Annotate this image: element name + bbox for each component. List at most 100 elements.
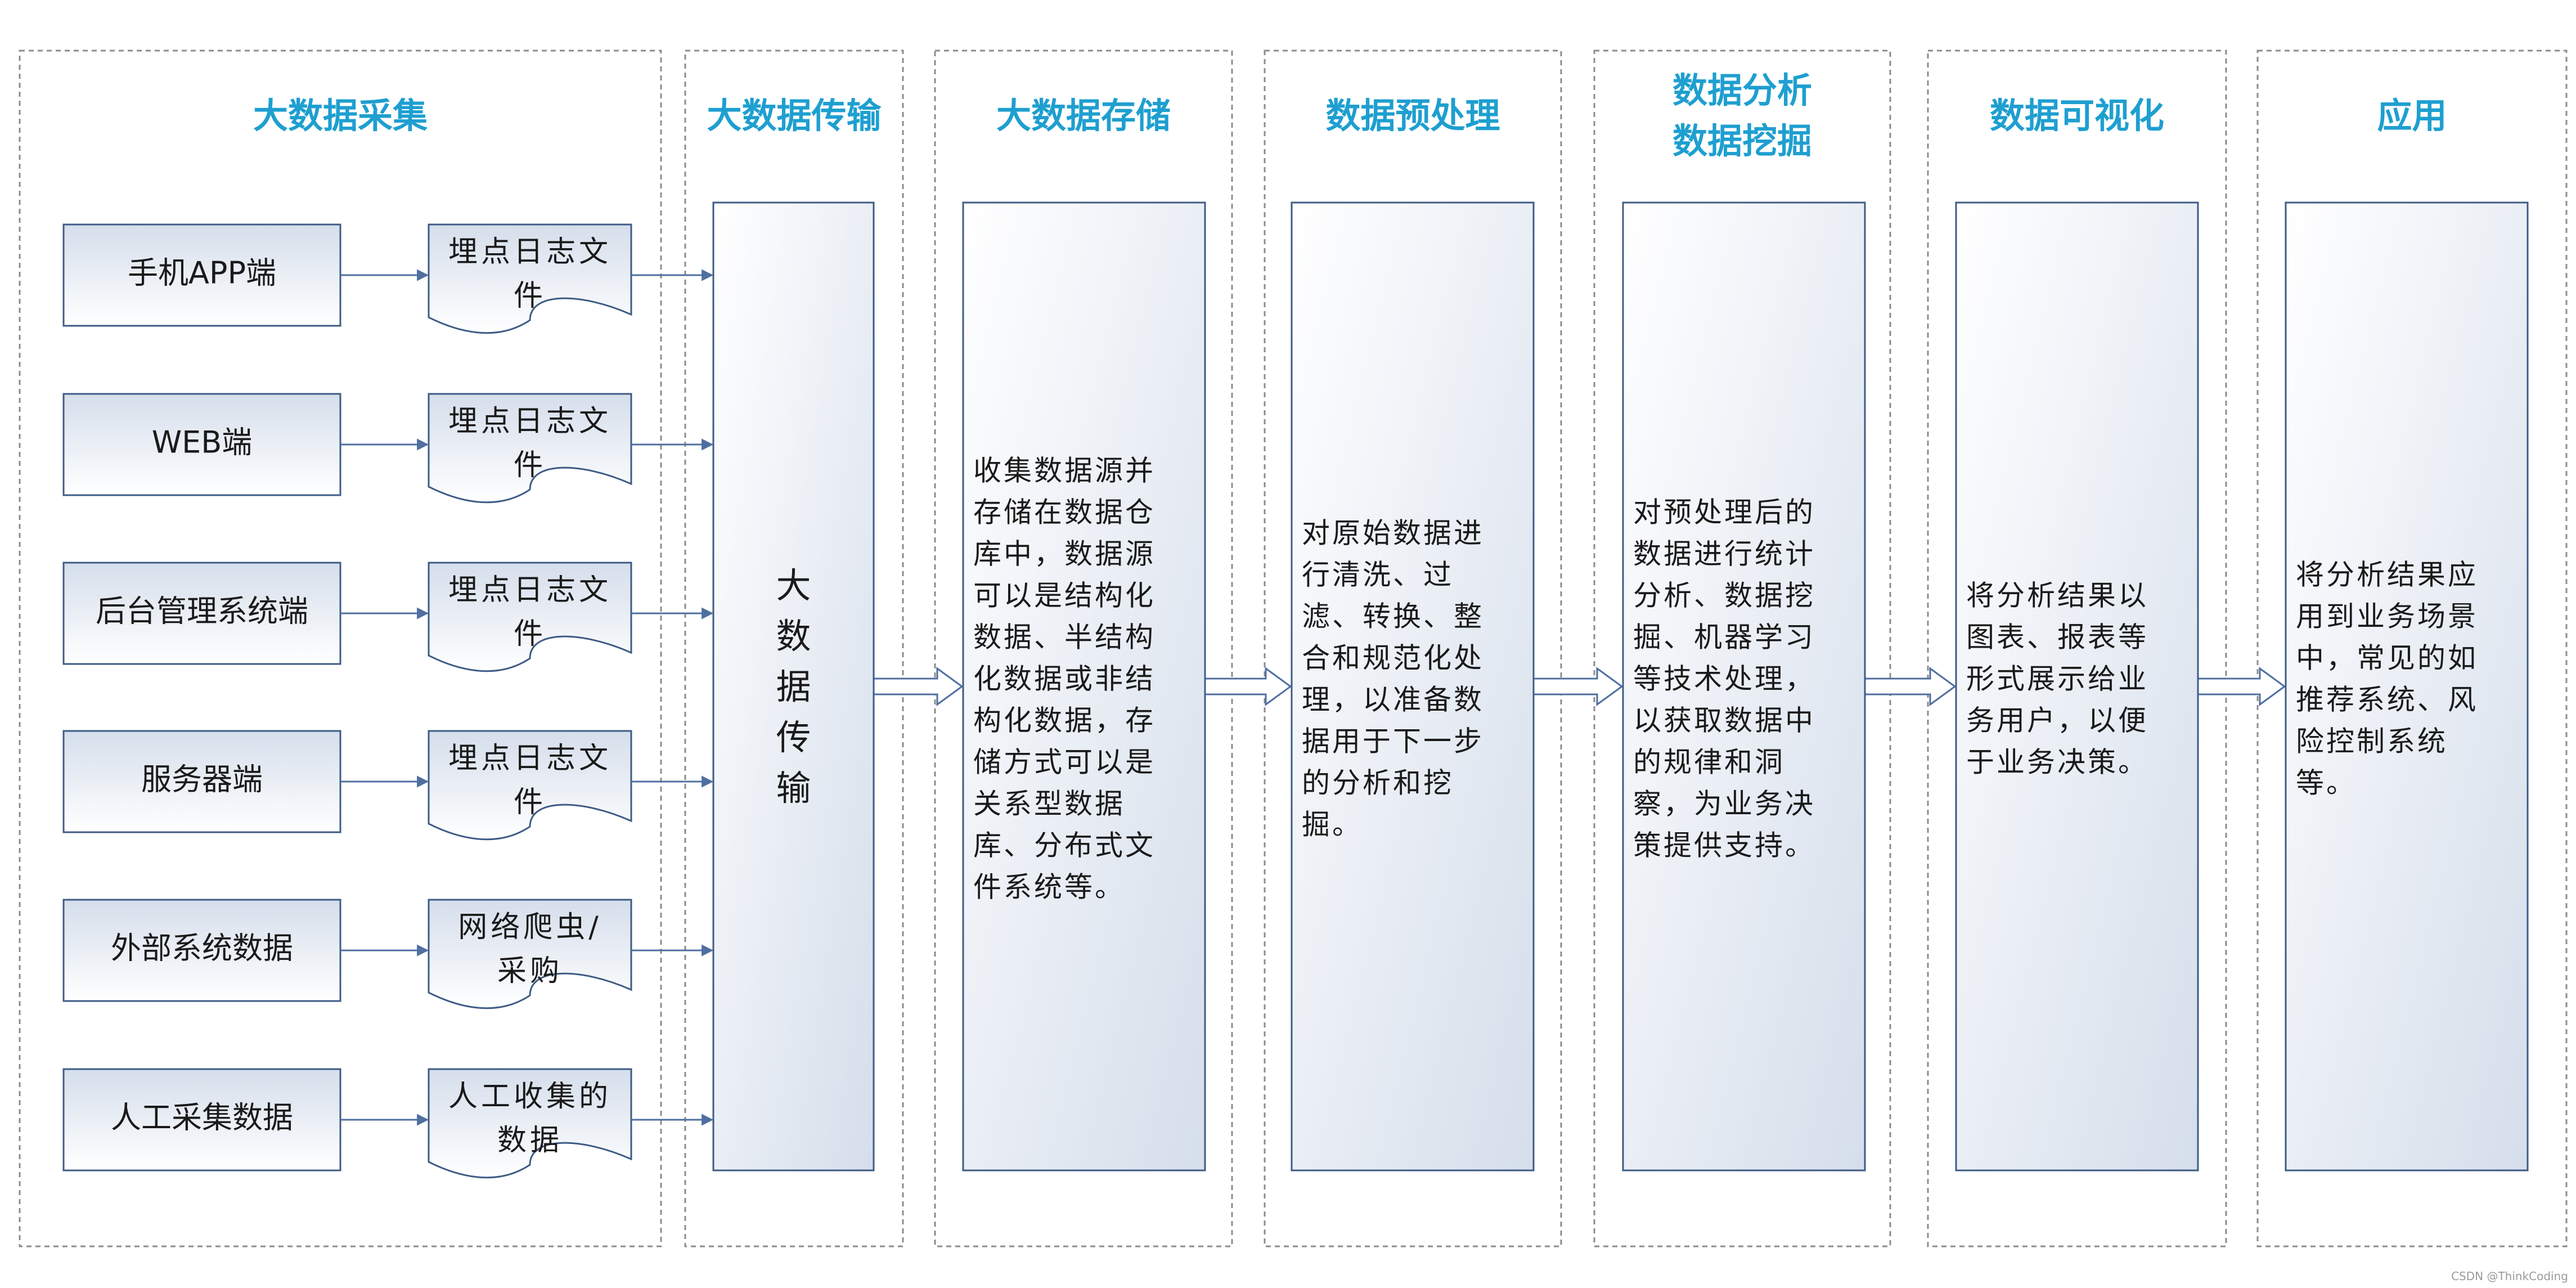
document-shape [428, 899, 632, 1009]
source-box [62, 1068, 341, 1172]
process-text-apply: 推荐系统、风 [2296, 684, 2478, 716]
source-box [62, 730, 341, 833]
document-label-line: 埋点日志文 [448, 573, 612, 607]
document-label-line: 件 [514, 448, 546, 482]
process-text-visual: 形式展示给业 [1966, 663, 2148, 695]
process-text-analysis: 数据进行统计 [1633, 538, 1815, 571]
column-title-apply: 应用 [2377, 95, 2447, 136]
document-shape [428, 562, 632, 672]
column-frame-analysis [1593, 50, 1891, 1247]
process-text-preprocess: 理，以准备数 [1302, 684, 1484, 716]
flow-arrow [1532, 667, 1624, 706]
process-text-storage: 可以是结构化 [973, 580, 1156, 612]
process-text-preprocess: 掘。 [1302, 809, 1363, 841]
source-label: 手机APP端 [128, 255, 276, 291]
transfer-box-char: 传 [776, 717, 811, 758]
process-text-storage: 储方式可以是 [973, 746, 1156, 779]
flow-arrow [1204, 667, 1292, 706]
process-text-storage: 存储在数据仓 [973, 496, 1156, 529]
source-label: 外部系统数据 [111, 931, 293, 966]
document-shape [428, 1068, 632, 1179]
column-title-analysis-2: 数据挖掘 [1673, 120, 1812, 161]
process-text-preprocess: 滤、转换、整 [1302, 600, 1484, 633]
flow-arrow [2197, 667, 2286, 706]
transfer-box-char: 据 [776, 666, 811, 707]
column-title-storage: 大数据存储 [996, 95, 1171, 136]
column-frame-preprocess [1264, 50, 1562, 1247]
document-label-line: 采购 [497, 954, 563, 988]
process-box-analysis [1622, 201, 1866, 1172]
source-box [62, 562, 341, 665]
document-label-line: 埋点日志文 [448, 405, 612, 438]
process-text-visual: 将分析结果以 [1966, 580, 2148, 612]
document-label-line: 人工收集的 [448, 1080, 612, 1114]
process-text-visual: 务用户，以便 [1966, 704, 2148, 737]
process-text-visual: 于业务决策。 [1966, 746, 2148, 779]
process-text-storage: 收集数据源并 [973, 455, 1156, 487]
process-box-transfer [712, 201, 875, 1172]
source-label: 服务器端 [141, 762, 263, 797]
document-label-line: 件 [514, 617, 546, 651]
column-frame-apply [2256, 50, 2568, 1247]
process-text-apply: 险控制系统 [2296, 725, 2448, 758]
document-label-line: 埋点日志文 [448, 742, 612, 775]
process-text-analysis: 等技术处理， [1633, 663, 1815, 695]
process-text-analysis: 分析、数据挖 [1633, 580, 1815, 612]
process-text-storage: 关系型数据 [973, 788, 1125, 820]
document-label-line: 网络爬虫/ [458, 910, 602, 944]
process-box-apply [2285, 201, 2529, 1172]
document-shape [428, 393, 632, 504]
process-text-analysis: 的规律和洞 [1633, 746, 1785, 779]
process-box-preprocess [1291, 201, 1535, 1172]
column-title-preprocess: 数据预处理 [1325, 95, 1500, 136]
document-label-line: 件 [514, 786, 546, 819]
process-text-analysis: 察，为业务决 [1633, 788, 1815, 820]
source-box [62, 223, 341, 327]
flow-arrow [1864, 667, 1957, 706]
column-frame-storage [934, 50, 1233, 1247]
footer-watermark: CSDN @ThinkCoding [2451, 1269, 2568, 1283]
source-label: 后台管理系统端 [96, 594, 308, 629]
document-shape [428, 223, 632, 334]
source-label: 人工采集数据 [111, 1100, 293, 1136]
flow-arrow [873, 667, 964, 706]
source-label: WEB端 [152, 425, 253, 460]
process-text-preprocess: 的分析和挖 [1302, 767, 1454, 800]
process-text-apply: 用到业务场景 [2296, 600, 2478, 633]
transfer-box-char: 数 [776, 616, 811, 657]
process-text-analysis: 掘、机器学习 [1633, 621, 1815, 654]
process-text-storage: 数据、半结构 [973, 621, 1156, 654]
process-text-preprocess: 合和规范化处 [1302, 642, 1484, 675]
process-text-preprocess: 行清洗、过 [1302, 559, 1454, 591]
column-title-visual: 数据可视化 [1990, 95, 2164, 136]
document-shape [428, 730, 632, 841]
process-text-apply: 中，常见的如 [2296, 642, 2478, 675]
process-box-storage [962, 201, 1206, 1172]
process-text-analysis: 以获取数据中 [1633, 704, 1815, 737]
column-frame-visual [1927, 50, 2227, 1247]
process-text-preprocess: 对原始数据进 [1302, 517, 1484, 550]
transfer-box-char: 输 [776, 768, 811, 809]
process-text-preprocess: 据用于下一步 [1302, 725, 1484, 758]
process-text-visual: 图表、报表等 [1966, 621, 2148, 654]
process-text-storage: 件系统等。 [973, 871, 1125, 904]
transfer-box-char: 大 [776, 565, 811, 606]
document-label-line: 数据 [497, 1124, 563, 1157]
process-text-storage: 化数据或非结 [973, 663, 1156, 695]
process-text-analysis: 对预处理后的 [1633, 496, 1815, 529]
column-title-collect: 大数据采集 [253, 95, 428, 136]
column-title-analysis-1: 数据分析 [1673, 70, 1812, 111]
column-frame-transfer [684, 50, 904, 1247]
process-text-analysis: 策提供支持。 [1633, 829, 1815, 862]
process-box-visual [1955, 201, 2199, 1172]
document-label-line: 埋点日志文 [448, 235, 612, 269]
process-text-storage: 构化数据，存 [973, 704, 1156, 737]
process-text-storage: 库、分布式文 [973, 829, 1156, 862]
process-text-storage: 库中，数据源 [973, 538, 1156, 571]
column-title-transfer: 大数据传输 [707, 95, 882, 136]
source-box [62, 393, 341, 496]
process-text-apply: 将分析结果应 [2296, 559, 2478, 591]
document-label-line: 件 [514, 279, 546, 313]
process-text-apply: 等。 [2296, 767, 2357, 800]
